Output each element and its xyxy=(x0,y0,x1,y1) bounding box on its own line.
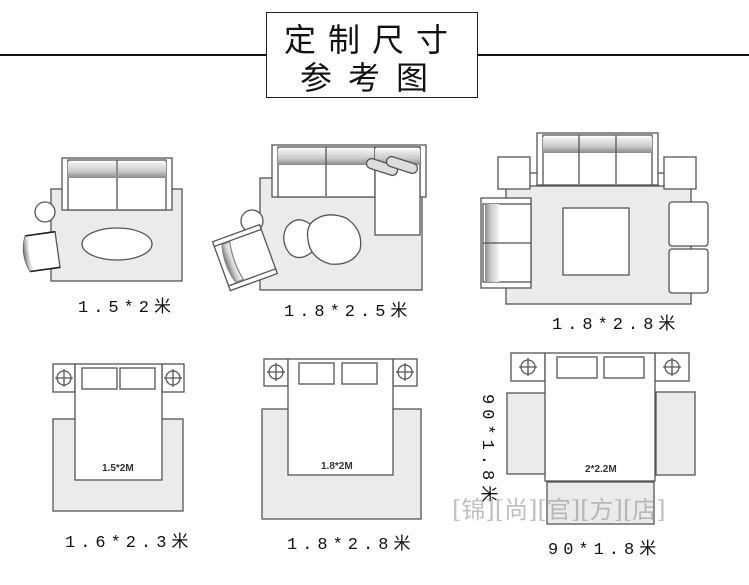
coffee-table xyxy=(562,207,630,276)
lamp-icon xyxy=(519,358,537,376)
lamp-icon xyxy=(164,369,182,387)
end-table-left xyxy=(497,156,531,190)
coffee-table xyxy=(81,227,153,261)
rug-right xyxy=(655,391,696,476)
title-line-1: 定制尺寸 xyxy=(283,21,460,59)
chair-right-2 xyxy=(668,248,709,294)
shop-watermark: [锦][尚][官][方][店] xyxy=(452,496,666,524)
title-box: 定制尺寸 参考图 xyxy=(266,12,478,98)
rug-left xyxy=(506,392,547,475)
sofa-2-seat xyxy=(61,157,173,211)
pillow xyxy=(341,362,378,385)
armchair xyxy=(211,223,279,292)
lamp-icon xyxy=(267,363,285,381)
pillow xyxy=(298,362,335,385)
size-label-layout-5: 1.8*2.8米 xyxy=(287,536,416,555)
coffee-table xyxy=(306,214,362,265)
layout-1-drawing xyxy=(22,157,183,282)
size-label-layout-1: 1.5*2米 xyxy=(78,299,177,318)
chair-right-1 xyxy=(668,201,709,247)
size-label-layout-3: 1.8*2.8米 xyxy=(552,316,681,335)
layout-2-drawing xyxy=(211,144,427,292)
end-table-right xyxy=(663,156,697,190)
armchair xyxy=(22,230,61,273)
bed-label-layout-4: 1.5*2M xyxy=(102,463,134,474)
pillow xyxy=(603,356,645,379)
layout-6-drawing xyxy=(506,352,696,525)
layout-5-drawing xyxy=(261,358,422,520)
sofa-3-seat xyxy=(536,132,659,186)
pillow xyxy=(556,356,598,379)
title-rule-left xyxy=(0,54,266,56)
loveseat xyxy=(480,197,532,289)
bed-label-layout-5: 1.8*2M xyxy=(321,461,353,472)
size-label-layout-2: 1.8*2.5米 xyxy=(284,303,413,322)
title-line-2: 参考图 xyxy=(299,59,444,97)
layout-3-drawing xyxy=(480,132,709,305)
size-label-layout-4: 1.6*2.3米 xyxy=(65,534,194,553)
side-table xyxy=(34,201,56,223)
layout-4-drawing xyxy=(52,363,185,512)
rug-bottom xyxy=(546,481,655,525)
sectional-sofa xyxy=(271,144,427,236)
pillow xyxy=(81,367,118,390)
pillow xyxy=(119,367,156,390)
title-rule-right xyxy=(477,54,749,56)
bed-label-layout-6: 2*2.2M xyxy=(585,464,617,475)
size-label-layout-6: 90*1.8米 xyxy=(548,541,662,560)
lamp-icon xyxy=(663,358,681,376)
lamp-icon xyxy=(55,369,73,387)
lamp-icon xyxy=(396,363,414,381)
